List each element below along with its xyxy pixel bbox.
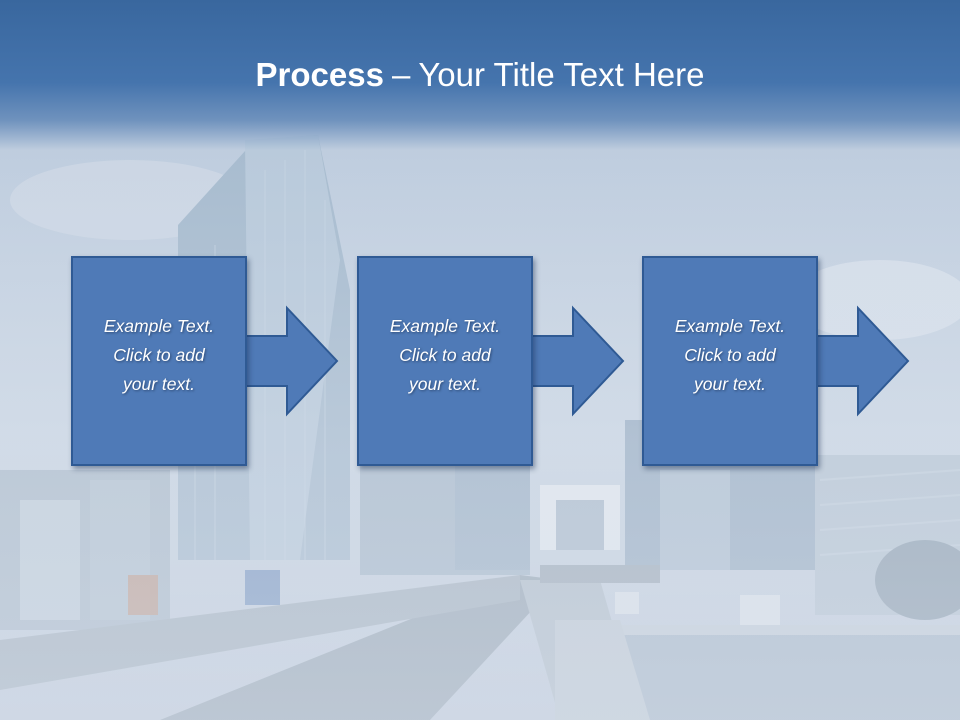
right-arrow-icon [242,305,339,417]
step-text-line: Click to add [113,345,205,365]
process-step-3[interactable]: Example Text. Click to add your text. [642,256,922,466]
title-separator: – [391,56,411,93]
step-box [357,256,533,466]
step-text-line: Example Text. [674,316,786,336]
step-text-line: Click to add [399,345,491,365]
step-text-line: your text. [694,374,766,394]
right-arrow-icon [813,305,910,417]
step-text[interactable]: Example Text. Click to add your text. [77,312,241,399]
step-box [71,256,247,466]
step-text-line: your text. [409,374,481,394]
step-box [642,256,818,466]
step-text[interactable]: Example Text. Click to add your text. [363,312,527,399]
right-arrow-icon [528,305,625,417]
title-rest-text: Your Title Text Here [418,56,705,93]
step-text[interactable]: Example Text. Click to add your text. [648,312,812,399]
step-text-line: Example Text. [103,316,215,336]
process-step-1[interactable]: Example Text. Click to add your text. [71,256,351,466]
process-step-2[interactable]: Example Text. Click to add your text. [357,256,637,466]
step-text-line: Click to add [684,345,776,365]
slide-title[interactable]: Process–Your Title Text Here [0,52,960,98]
title-bold-text: Process [255,56,384,93]
title-banner [0,0,960,150]
step-text-line: Example Text. [389,316,501,336]
step-text-line: your text. [123,374,195,394]
